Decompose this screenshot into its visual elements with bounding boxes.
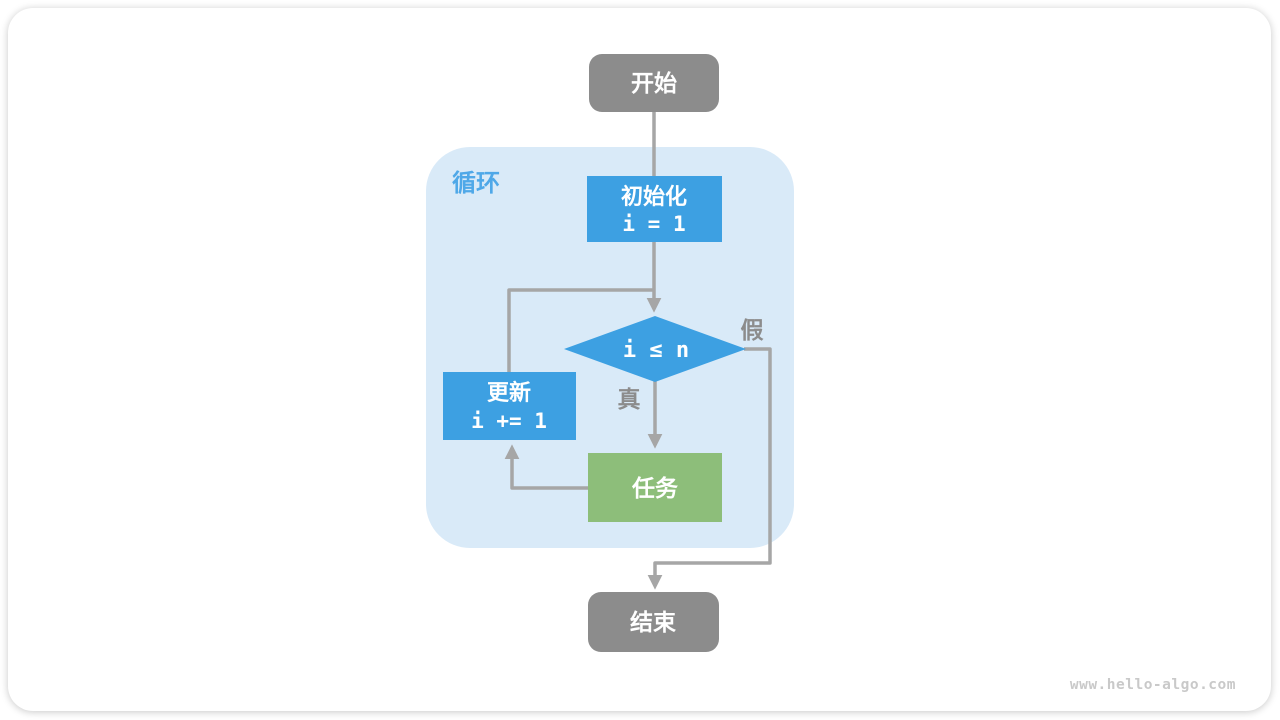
- branch-labels: 假 真: [618, 317, 764, 412]
- update-code: i += 1: [471, 409, 547, 433]
- loop-label: 循环: [452, 169, 500, 197]
- init-node: [587, 176, 722, 242]
- init-label: 初始化: [621, 184, 687, 209]
- start-node: [589, 54, 719, 112]
- task-label: 任务: [631, 475, 679, 501]
- condition-label: i ≤ n: [623, 338, 689, 363]
- edge-update-condition: [507, 288, 654, 373]
- end-label: 结束: [630, 609, 677, 635]
- edges: [504, 110, 772, 590]
- end-node: [588, 592, 719, 652]
- true-branch-label: 真: [618, 386, 641, 412]
- false-branch-label: 假: [741, 317, 764, 343]
- condition-node: [564, 316, 746, 382]
- task-node: [588, 453, 722, 522]
- update-label: 更新: [487, 380, 531, 405]
- node-labels: 开始 初始化 i = 1 i ≤ n 更新 i += 1 任务 结束: [471, 70, 689, 635]
- watermark: www.hello-algo.com: [1070, 677, 1236, 693]
- start-label: 开始: [631, 70, 677, 96]
- edge-task-update: [504, 444, 590, 490]
- init-code: i = 1: [622, 212, 685, 236]
- edge-condition-end-false: [647, 347, 772, 590]
- update-node: [443, 372, 576, 440]
